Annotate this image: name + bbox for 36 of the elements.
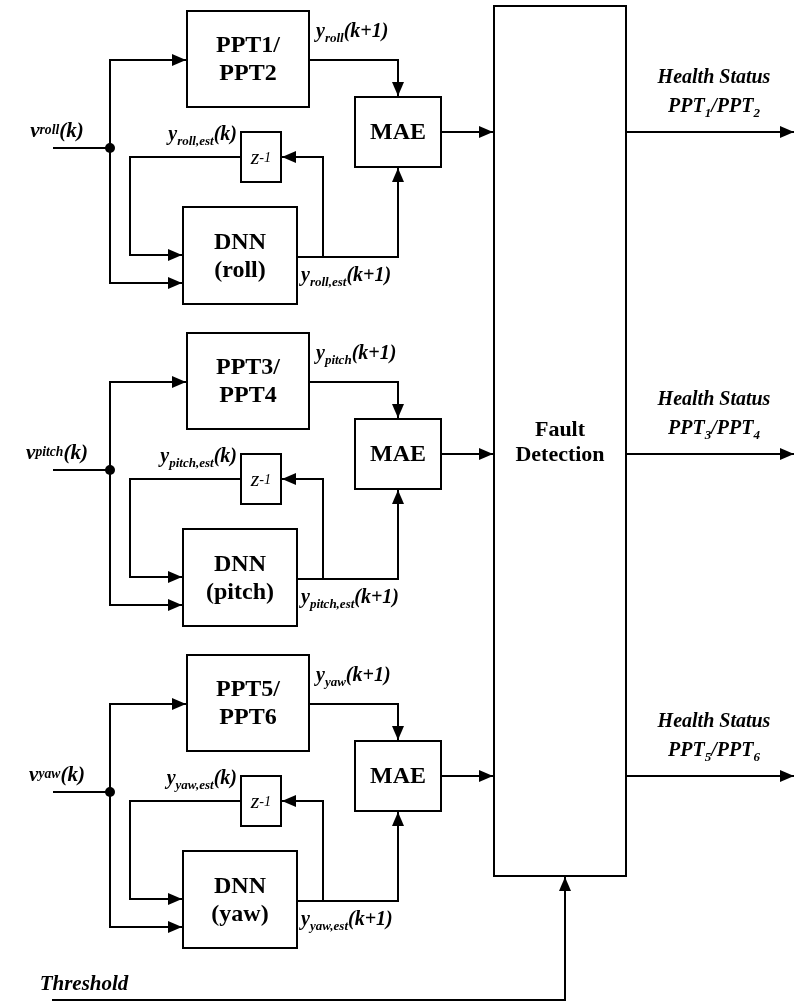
arrow [281, 151, 324, 258]
mae-block: MAE [354, 96, 442, 168]
fault-detection-block: Fault Detection [493, 5, 627, 877]
threshold-label: Threshold [24, 966, 144, 1000]
arrow [309, 381, 404, 419]
arrow [281, 473, 324, 580]
dnn-block: DNN (roll) [182, 206, 298, 305]
arrow [309, 703, 404, 741]
arrow [281, 795, 324, 902]
edge-label: Health Status PPT$_{3}$/PPT$_{4}$ [656, 386, 772, 442]
plant-block: PPT5/ PPT6 [186, 654, 310, 752]
edge-label: Health Status PPT$_{1}$/PPT$_{2}$ [656, 64, 772, 120]
mae-block: MAE [354, 740, 442, 812]
arrow [441, 448, 494, 460]
dnn-block: DNN (pitch) [182, 528, 298, 627]
plant-block: PPT3/ PPT4 [186, 332, 310, 430]
arrow [626, 770, 795, 782]
arrow [297, 489, 404, 580]
arrow [297, 811, 404, 902]
arrow [129, 800, 241, 905]
arrow [129, 156, 241, 261]
edge-label: y$_{roll,est}$(k) [168, 121, 237, 145]
arrow [51, 876, 571, 1001]
mae-block: MAE [354, 418, 442, 490]
edge-label: y$_{roll}$(k+1) [316, 18, 389, 42]
edge-label: y$_{roll,est}$(k+1) [301, 262, 392, 286]
arrow [626, 448, 795, 460]
arrow [309, 59, 404, 97]
arrow [129, 478, 241, 583]
arrow [297, 167, 404, 258]
arrow [626, 126, 795, 138]
arrow [441, 126, 494, 138]
edge-label: Health Status PPT$_{5}$/PPT$_{6}$ [656, 708, 772, 764]
plant-block: PPT1/ PPT2 [186, 10, 310, 108]
dnn-block: DNN (yaw) [182, 850, 298, 949]
arrow [441, 770, 494, 782]
